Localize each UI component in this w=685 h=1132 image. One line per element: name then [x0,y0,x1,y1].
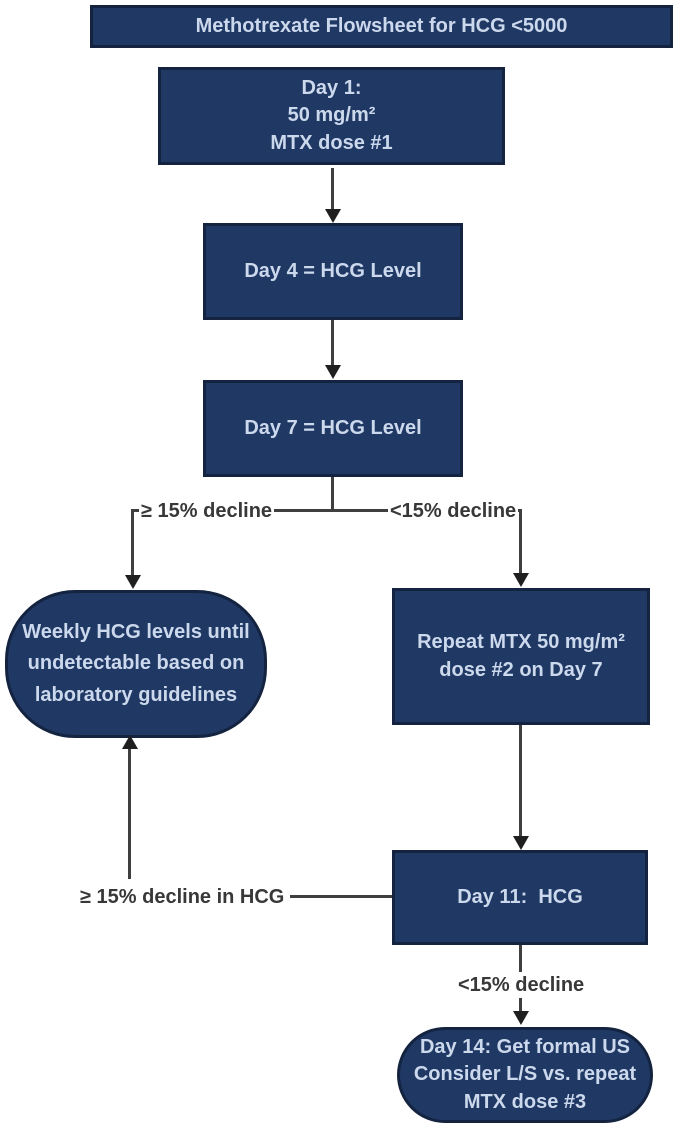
node-day1-mtx-dose1: Day 1: 50 mg/m² MTX dose #1 [158,67,505,165]
connector-day7-branch-horizontal [131,509,522,512]
connector-day11-weekly-horizontal [290,895,392,898]
connector-branch-right-drop [519,511,522,573]
connector-day11-weekly-vertical [128,749,131,879]
edge-label-lt15-decline-bottom: <15% decline [456,972,587,998]
arrow-down-icon [513,1011,529,1025]
connector-branch-left-drop [131,511,134,575]
arrow-up-icon [122,735,138,749]
arrow-down-icon [513,836,529,850]
arrow-down-icon [125,575,141,589]
edge-label-ge15-decline-hcg: ≥ 15% decline in HCG [78,884,287,910]
node-repeat-mtx-dose2: Repeat MTX 50 mg/m² dose #2 on Day 7 [392,588,650,725]
arrow-down-icon [325,365,341,379]
connector-repeat-day11 [519,725,522,836]
edge-label-ge15-decline: ≥ 15% decline [139,498,275,524]
edge-label-lt15-decline: <15% decline [388,498,519,524]
node-weekly-hcg-levels: Weekly HCG levels until undetectable bas… [5,590,267,738]
connector-day4-day7 [331,320,334,365]
node-day11-hcg: Day 11: HCG [392,850,648,945]
arrow-down-icon [325,209,341,223]
flowchart-title: Methotrexate Flowsheet for HCG <5000 [90,5,673,48]
connector-day7-stem [331,477,334,511]
node-day7-hcg-level: Day 7 = HCG Level [203,380,463,477]
connector-day1-day4 [331,168,334,209]
node-day14-formal-us: Day 14: Get formal US Consider L/S vs. r… [397,1027,653,1123]
arrow-down-icon [513,573,529,587]
node-day4-hcg-level: Day 4 = HCG Level [203,223,463,320]
